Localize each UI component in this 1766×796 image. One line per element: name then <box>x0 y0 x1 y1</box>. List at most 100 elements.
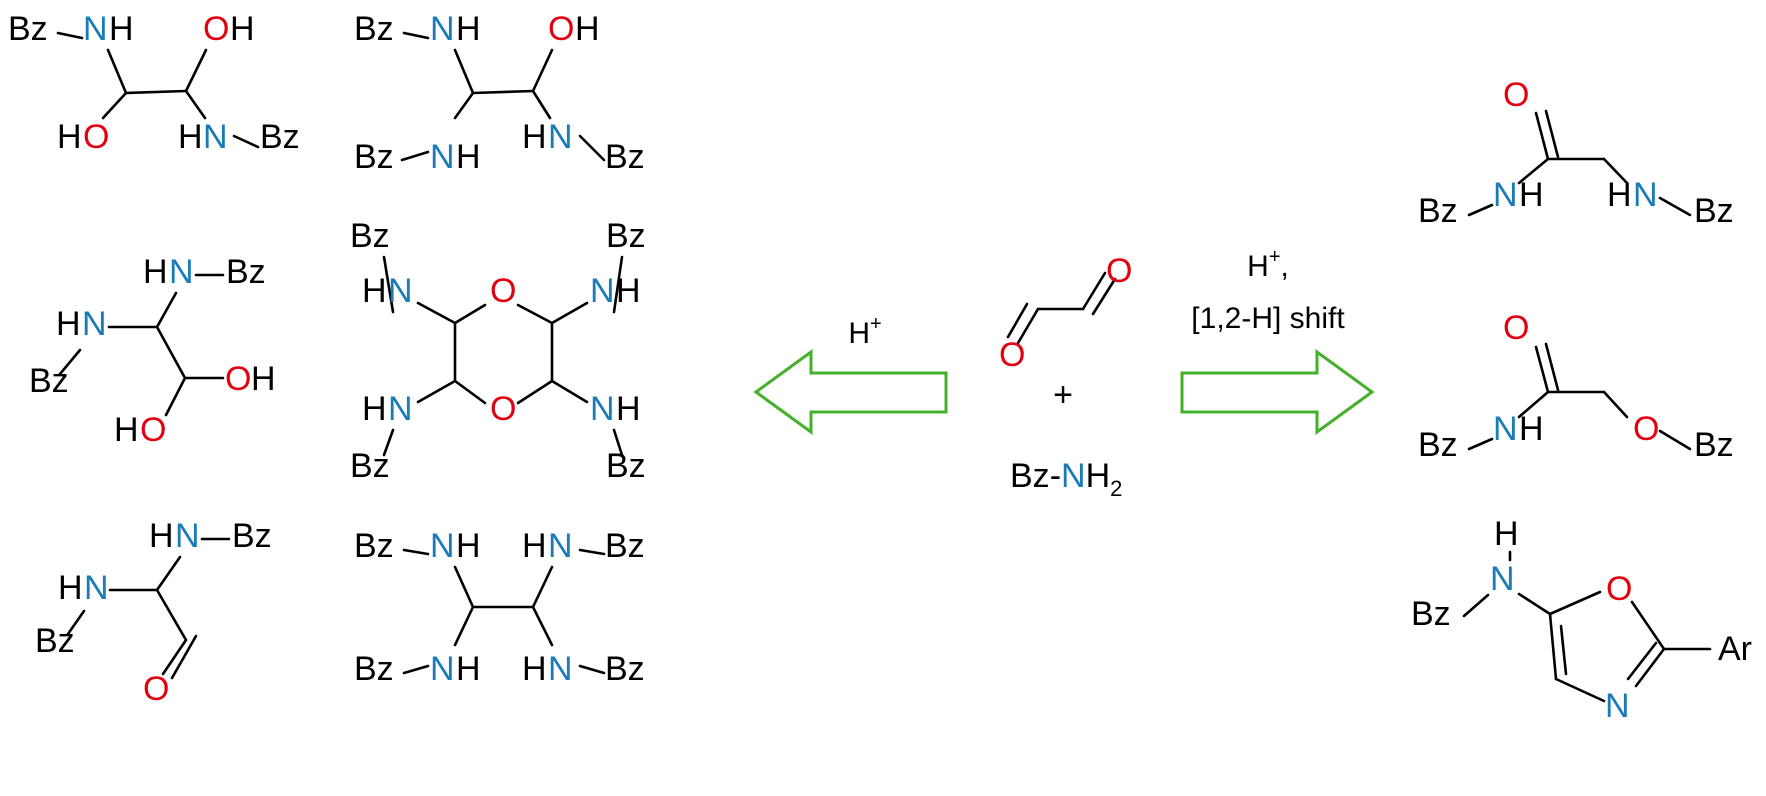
atom-label-n-11: N <box>430 10 455 48</box>
atom-label-plus-66: + <box>1053 376 1073 414</box>
atom-label-bz-32: Bz <box>606 217 646 255</box>
bond-57 <box>1467 203 1494 217</box>
bond-63 <box>1658 196 1692 217</box>
atom-label-o-30: O <box>140 411 166 449</box>
atom-label-h-28: H <box>251 360 276 398</box>
bond-4 <box>101 91 128 120</box>
bond-6 <box>232 134 260 149</box>
atom-label-bz-52: Bz <box>354 527 394 565</box>
bond-12 <box>531 89 552 120</box>
atom-label-n-40: N <box>388 390 413 428</box>
atom-label-h-14: H <box>575 10 600 48</box>
atom-label-o-6: O <box>83 118 109 156</box>
atom-label-n-41: N <box>590 390 615 428</box>
atom-label-bz-10: Bz <box>354 10 394 48</box>
bond-66 <box>1534 345 1550 394</box>
atom-label-h-2: H <box>109 10 134 48</box>
bond-40 <box>161 638 188 676</box>
atom-label-bz-44: Bz <box>606 447 646 485</box>
atom-label-h-33: H <box>362 272 387 310</box>
atom-label-bz-31: Bz <box>350 217 390 255</box>
bond-31 <box>550 379 589 404</box>
atom-label-n-62: N <box>548 650 573 688</box>
bond-37 <box>155 555 182 592</box>
atom-label-h-45: H <box>149 517 174 555</box>
bond-32 <box>382 255 395 314</box>
atom-label-n-56: N <box>548 527 573 565</box>
bond-62 <box>1602 157 1629 185</box>
atom-label-bz-0: Bz <box>8 10 48 48</box>
bond-78 <box>1626 641 1658 681</box>
bond-14 <box>578 134 606 162</box>
bond-11 <box>453 91 475 120</box>
reagent-n: N <box>1061 457 1086 495</box>
atom-label-o-67: O <box>1503 76 1529 114</box>
bond-16 <box>155 291 178 329</box>
bond-59 <box>1534 111 1550 161</box>
bond-18 <box>155 325 187 380</box>
atom-label-n-76: N <box>1493 410 1518 448</box>
atom-label-n-22: N <box>169 253 194 291</box>
atom-label-n-49: N <box>84 569 109 607</box>
atom-label-n-53: N <box>430 527 455 565</box>
atom-label-h-17: H <box>456 138 481 176</box>
bond-52 <box>1016 307 1040 345</box>
atom-label-bz-63: Bz <box>605 650 645 688</box>
bond-23 <box>516 303 554 325</box>
bond-53 <box>1006 302 1029 339</box>
bond-47 <box>578 548 606 556</box>
bond-49 <box>531 605 554 647</box>
atom-label-o-37: O <box>490 272 516 310</box>
bond-41 <box>170 634 198 680</box>
bond-20 <box>164 376 187 417</box>
bond-64 <box>1467 437 1494 451</box>
atom-label-n-72: N <box>1633 176 1658 214</box>
atom-label-n-8: N <box>203 118 228 156</box>
bond-43 <box>402 548 430 556</box>
bond-79 <box>1554 677 1606 703</box>
bond-44 <box>453 565 475 609</box>
atom-label-h-7: H <box>178 118 203 156</box>
atom-label-h-36: H <box>616 272 641 310</box>
atom-label-h-55: H <box>522 527 547 565</box>
atom-label-bz-15: Bz <box>354 138 394 176</box>
bond-26 <box>453 379 487 405</box>
reagent-bz: Bz <box>1010 457 1050 495</box>
bond-33 <box>612 255 624 314</box>
atom-label-bz-50: Bz <box>35 622 75 660</box>
atom-label-bz-9: Bz <box>260 118 300 156</box>
atom-label-o-51: O <box>143 670 169 708</box>
bond-73 <box>1517 592 1552 616</box>
bond-56 <box>1091 277 1117 316</box>
atom-label-bz-73: Bz <box>1694 192 1734 230</box>
reagent-dash: - <box>1050 457 1061 495</box>
atom-label-n-69: N <box>1493 176 1518 214</box>
left-condition-h: H <box>848 317 870 350</box>
atom-label-o-27: O <box>225 360 251 398</box>
bond-65 <box>1517 390 1550 419</box>
atom-label-bz-68: Bz <box>1418 192 1458 230</box>
bond-10 <box>531 48 554 93</box>
atom-label-h-18: H <box>522 118 547 156</box>
left-condition: H+ <box>848 313 881 350</box>
bond-74 <box>1548 590 1602 616</box>
bond-39 <box>155 588 188 642</box>
atom-label-h-29: H <box>114 411 139 449</box>
atom-label-o-3: O <box>203 10 229 48</box>
right-condition-acid: H+, <box>1247 246 1289 283</box>
bond-42 <box>66 609 86 636</box>
atom-label-n-19: N <box>548 118 573 156</box>
right-reaction-arrow <box>1180 349 1375 435</box>
atom-label-h-80: H <box>1494 515 1519 553</box>
bond-77 <box>1634 647 1666 688</box>
atom-label-bz-43: Bz <box>350 447 390 485</box>
bond-25 <box>516 379 554 405</box>
atom-label-h-54: H <box>456 527 481 565</box>
bond-72 <box>1462 593 1490 618</box>
bond-50 <box>402 664 430 675</box>
reagent-subscript: 2 <box>1110 476 1122 501</box>
atom-label-o-38: O <box>490 390 516 428</box>
atom-label-n-59: N <box>430 650 455 688</box>
bond-55 <box>1081 271 1107 311</box>
